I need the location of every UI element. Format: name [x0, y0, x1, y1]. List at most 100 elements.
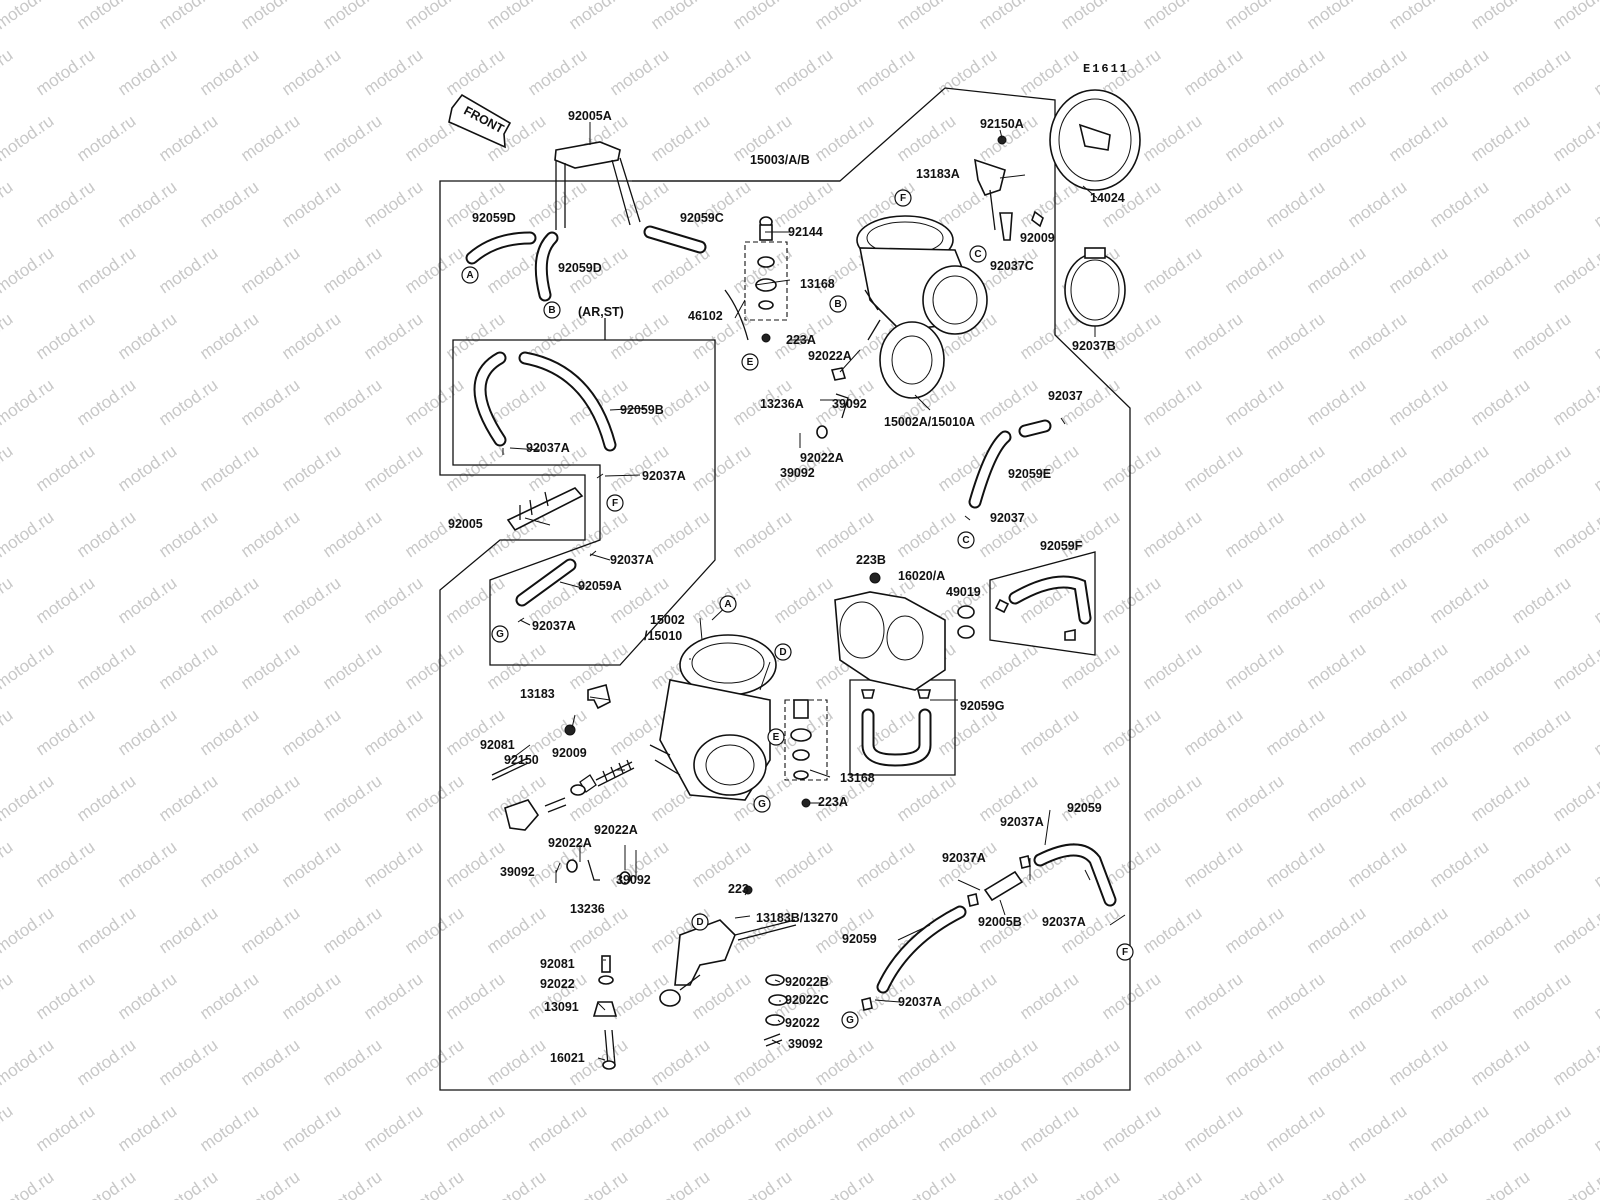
watermark-text: motod.ru: [1385, 0, 1451, 33]
watermark-text: motod.ru: [155, 0, 221, 33]
watermark-text: motod.ru: [1590, 441, 1600, 495]
watermark-text: motod.ru: [278, 309, 344, 363]
watermark-text: motod.ru: [1467, 0, 1533, 33]
carburetor-right: [856, 215, 988, 399]
watermark-text: motod.ru: [32, 705, 98, 759]
small-parts-upper: [799, 367, 849, 448]
callout-c5: B: [829, 295, 847, 313]
watermark-text: motod.ru: [565, 0, 631, 33]
watermark-text: motod.ru: [770, 45, 836, 99]
part-label: 16021: [550, 1051, 585, 1065]
part-label: 92037A: [610, 553, 654, 567]
watermark-text: motod.ru: [0, 1101, 16, 1155]
callout-letter: F: [612, 498, 618, 509]
callout-circle: [957, 531, 975, 549]
watermark-text: motod.ru: [770, 1101, 836, 1155]
watermark-text: motod.ru: [73, 1167, 139, 1200]
watermark-text: motod.ru: [729, 0, 795, 33]
callout-c1: A: [461, 266, 479, 284]
watermark-text: motod.ru: [1139, 1167, 1205, 1200]
watermark-text: motod.ru: [729, 1167, 795, 1200]
clamp-92037b: [1064, 247, 1126, 337]
watermark-text: motod.ru: [1139, 1035, 1205, 1089]
callout-c10: A: [719, 595, 737, 613]
watermark-text: motod.ru: [606, 45, 672, 99]
callout-letter: E: [747, 357, 754, 368]
watermark-text: motod.ru: [1467, 1167, 1533, 1200]
watermark-text: motod.ru: [360, 45, 426, 99]
watermark-text: motod.ru: [1426, 309, 1492, 363]
watermark-text: motod.ru: [0, 573, 16, 627]
watermark-text: motod.ru: [442, 45, 508, 99]
watermark-text: motod.ru: [1508, 705, 1574, 759]
watermark-text: motod.ru: [647, 111, 713, 165]
watermark-text: motod.ru: [1016, 1101, 1082, 1155]
watermark-text: motod.ru: [73, 771, 139, 825]
joint-92005a: [554, 141, 621, 169]
watermark-text: motod.ru: [1139, 903, 1205, 957]
part-label: 92059G: [960, 699, 1004, 713]
watermark-text: motod.ru: [524, 1101, 590, 1155]
watermark-text: motod.ru: [319, 1167, 385, 1200]
part-label: 223B: [856, 553, 886, 567]
bracket-13183a: [974, 135, 1044, 241]
vacuum-chamber-16020: [834, 572, 975, 691]
watermark-text: motod.ru: [319, 1035, 385, 1089]
watermark-text: motod.ru: [524, 177, 590, 231]
watermark-text: motod.ru: [1426, 705, 1492, 759]
front-arrow: FRONT: [448, 93, 512, 149]
part-label: 92022A: [800, 451, 844, 465]
watermark-text: motod.ru: [1262, 177, 1328, 231]
watermark-text: motod.ru: [0, 903, 57, 957]
watermark-text: motod.ru: [688, 1101, 754, 1155]
part-label: 92037: [990, 511, 1025, 525]
watermark-text: motod.ru: [1262, 1101, 1328, 1155]
watermark-text: motod.ru: [1057, 771, 1123, 825]
watermark-text: motod.ru: [1385, 111, 1451, 165]
watermark-text: motod.ru: [1262, 837, 1328, 891]
watermark-text: motod.ru: [688, 969, 754, 1023]
part-label: 92037A: [942, 851, 986, 865]
watermark-text: motod.ru: [0, 243, 57, 297]
watermark-text: motod.ru: [1385, 507, 1451, 561]
callout-circle: [894, 189, 912, 207]
watermark-text: motod.ru: [1590, 45, 1600, 99]
watermark-text: motod.ru: [237, 111, 303, 165]
watermark-text: motod.ru: [1180, 309, 1246, 363]
watermark-text: motod.ru: [934, 45, 1000, 99]
watermark-text: motod.ru: [1344, 1101, 1410, 1155]
diagram-code: E1611: [1083, 62, 1129, 76]
watermark-text: motod.ru: [1508, 45, 1574, 99]
watermark-text: motod.ru: [73, 1035, 139, 1089]
callout-circle: [1116, 943, 1134, 961]
part-label: 92059C: [680, 211, 724, 225]
watermark-text: motod.ru: [1221, 507, 1287, 561]
watermark-text: motod.ru: [1426, 441, 1492, 495]
watermark-text: motod.ru: [770, 573, 836, 627]
watermark-text: motod.ru: [442, 837, 508, 891]
callout-circle: [491, 625, 509, 643]
watermark-text: motod.ru: [114, 969, 180, 1023]
callout-letter: B: [834, 299, 841, 310]
watermark-text: motod.ru: [606, 1101, 672, 1155]
part-label: 92022A: [548, 836, 592, 850]
watermark-text: motod.ru: [237, 0, 303, 33]
watermark-text: motod.ru: [32, 573, 98, 627]
watermark-text: motod.ru: [0, 1167, 57, 1200]
watermark-text: motod.ru: [319, 243, 385, 297]
watermark-text: motod.ru: [1016, 177, 1082, 231]
callout-letter: B: [548, 305, 555, 316]
watermark-text: motod.ru: [770, 837, 836, 891]
part-label: 92037A: [642, 469, 686, 483]
watermark-text: motod.ru: [1385, 1035, 1451, 1089]
watermark-text: motod.ru: [1590, 309, 1600, 363]
callout-c12: E: [767, 728, 785, 746]
watermark-text: motod.ru: [1016, 309, 1082, 363]
watermark-text: motod.ru: [1385, 375, 1451, 429]
watermark-text: motod.ru: [1221, 771, 1287, 825]
watermark-text: motod.ru: [0, 441, 16, 495]
watermark-text: motod.ru: [1549, 111, 1600, 165]
watermark-text: motod.ru: [1467, 375, 1533, 429]
watermark-text: motod.ru: [1057, 1167, 1123, 1200]
watermark-text: motod.ru: [0, 969, 16, 1023]
